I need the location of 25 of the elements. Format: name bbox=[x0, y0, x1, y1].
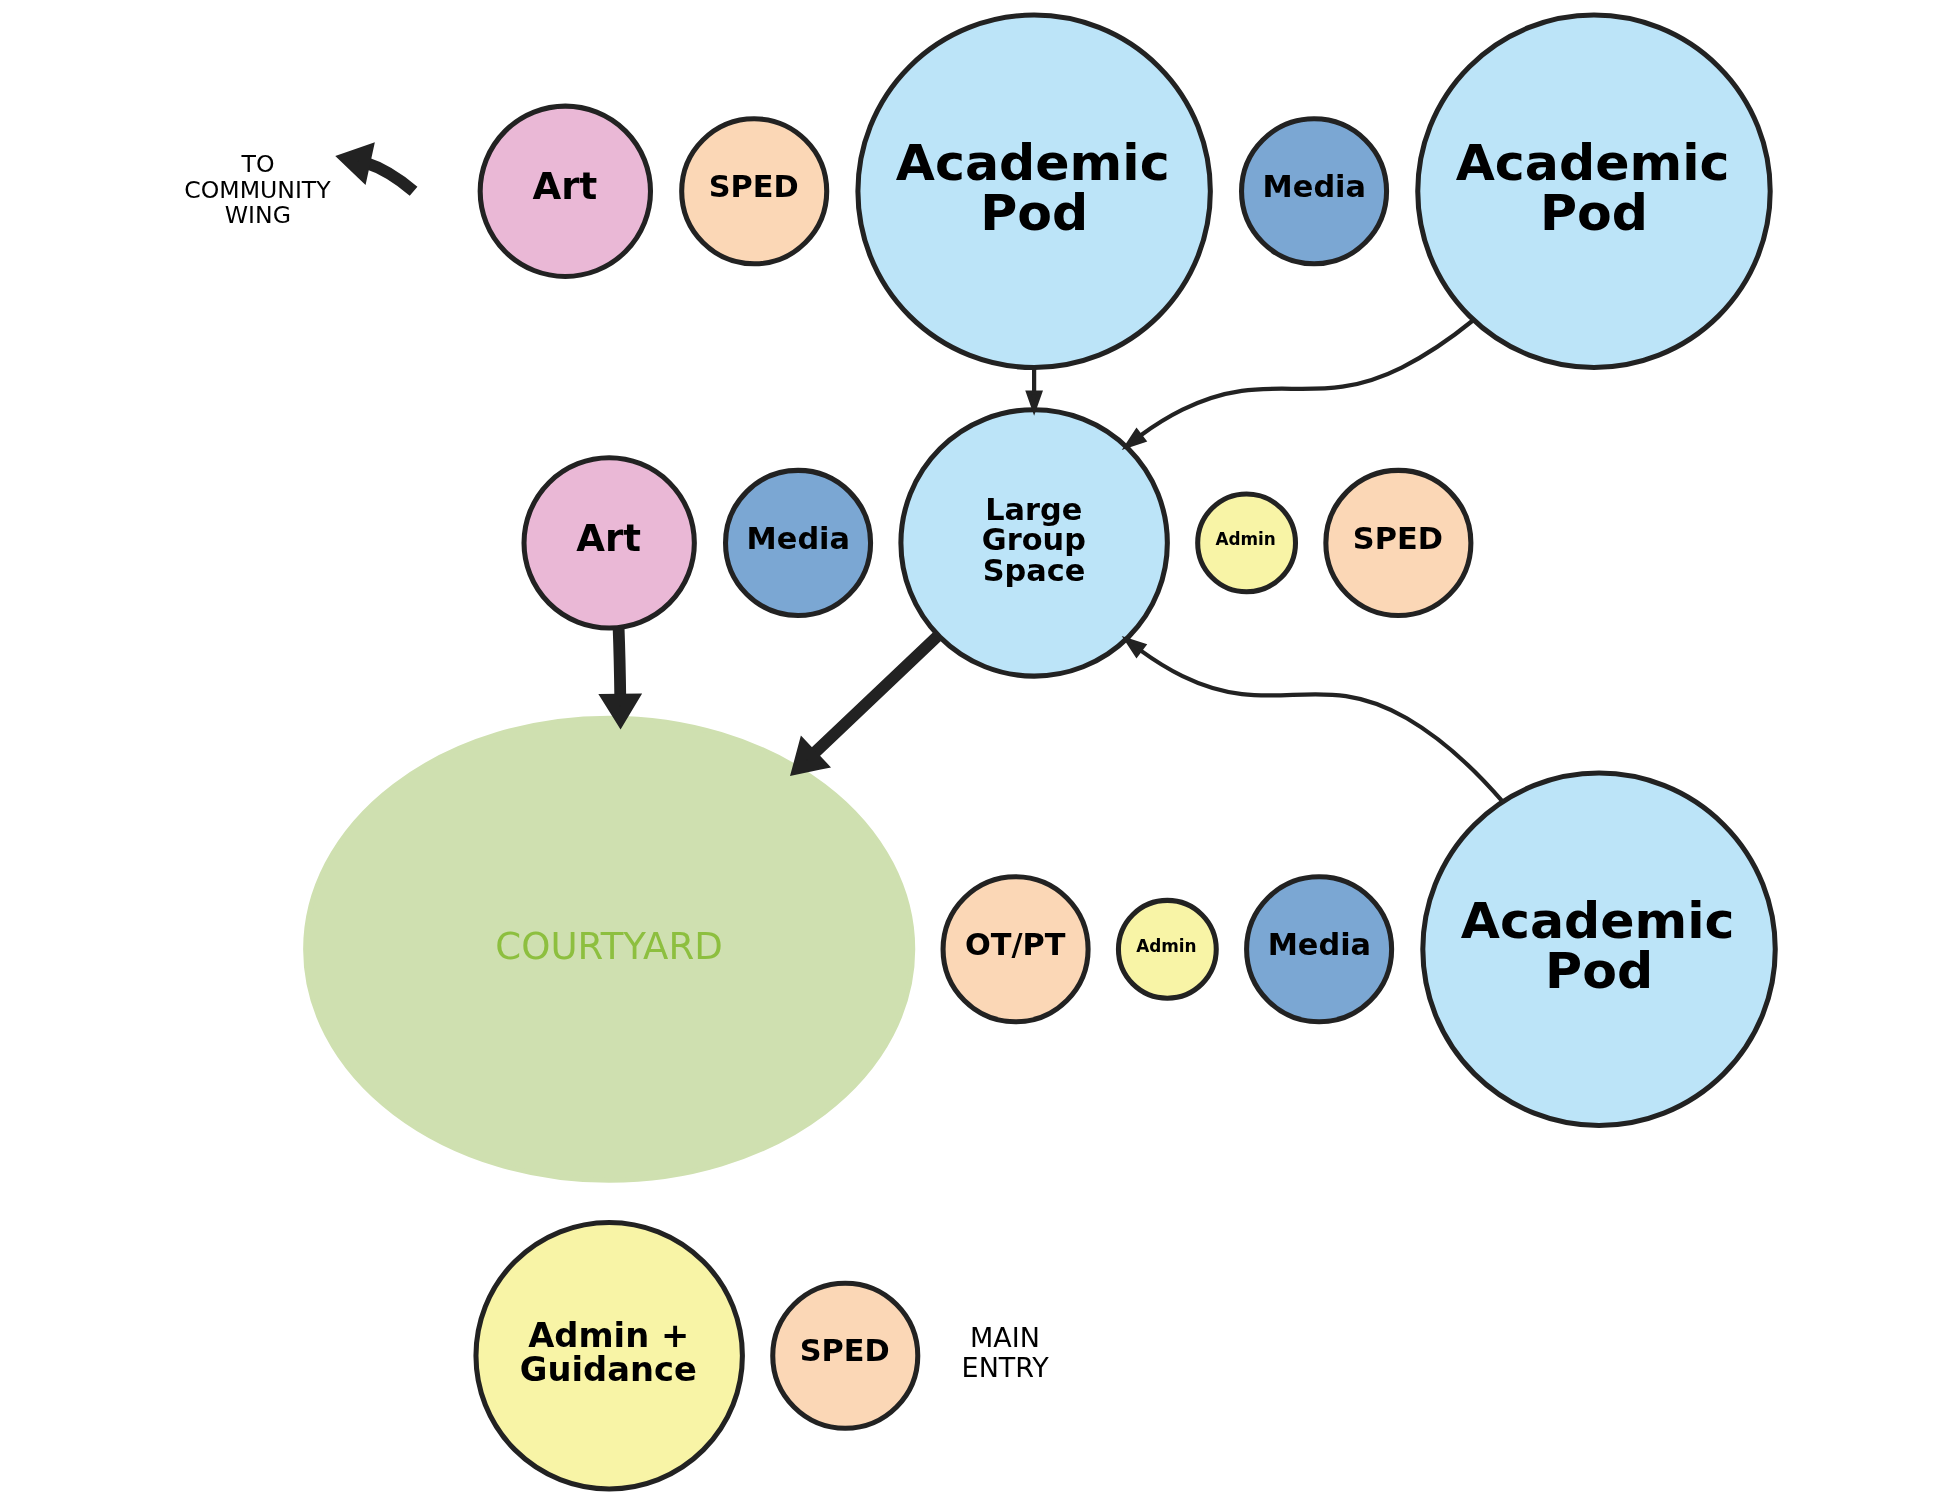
node-circle: SPED bbox=[1323, 467, 1474, 618]
arrow bbox=[1121, 318, 1475, 450]
arrow bbox=[1121, 636, 1504, 803]
node-circle: Media bbox=[723, 467, 874, 618]
arrow bbox=[598, 627, 643, 730]
node-circle: Admin bbox=[1195, 491, 1299, 595]
node-circle: Art bbox=[477, 103, 654, 279]
node-circle: OT/PT bbox=[940, 874, 1091, 1025]
node-circle: SPED bbox=[770, 1280, 921, 1431]
node-circle: Academic Pod bbox=[855, 12, 1213, 371]
node-circle: Large Group Space bbox=[898, 407, 1170, 679]
node-circle: Art bbox=[521, 455, 697, 631]
node-circle: Media bbox=[1239, 116, 1390, 267]
arrow bbox=[790, 631, 943, 777]
node-circle: Media bbox=[1244, 874, 1395, 1025]
node-circle: SPED bbox=[679, 116, 830, 267]
arrow bbox=[335, 142, 418, 196]
node-text: TO COMMUNITY WING bbox=[184, 150, 331, 229]
arrow bbox=[1025, 367, 1043, 416]
node-circle: Academic Pod bbox=[1415, 12, 1773, 371]
node-ellipse: COURTYARD bbox=[303, 715, 916, 1183]
node-circle: Academic Pod bbox=[1420, 770, 1778, 1129]
node-circle: Admin + Guidance bbox=[473, 1219, 745, 1492]
label: MAIN ENTRY bbox=[961, 1321, 1049, 1384]
node-circle: Admin bbox=[1115, 897, 1219, 1001]
